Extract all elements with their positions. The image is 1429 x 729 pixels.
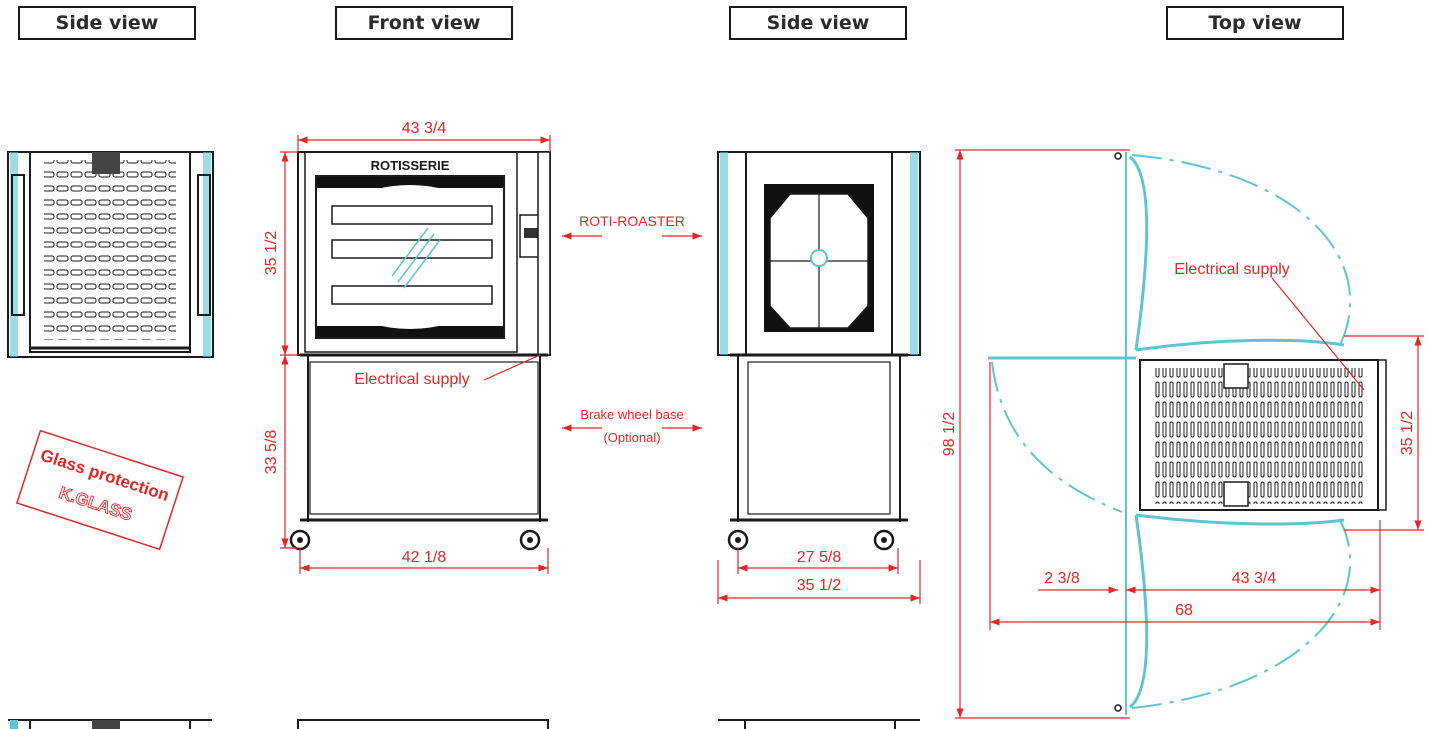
front-view: ROTISSERIE <box>289 151 551 551</box>
dim-top-offset: 2 3/8 <box>1044 570 1080 587</box>
dim-top-height: 35 1/2 <box>1399 411 1416 456</box>
glass-protection-stamp: Glass protection K.GLASS <box>15 429 185 551</box>
view-label-front: Front view <box>335 6 513 40</box>
dimensions <box>280 135 1424 719</box>
right-side-view <box>717 151 921 551</box>
bottom-partial-drawings <box>8 719 920 729</box>
top-view <box>988 152 1387 715</box>
annotation-brake-line1: Brake wheel base <box>580 407 683 422</box>
brand-label: ROTISSERIE <box>371 158 450 173</box>
dim-top-width: 43 3/4 <box>1232 570 1277 587</box>
dim-front-height-stand: 33 5/8 <box>263 430 280 475</box>
dim-top-total-depth: 98 1/2 <box>941 412 958 457</box>
left-side-view <box>7 151 214 358</box>
annotation-roti-roaster: ROTI-ROASTER <box>579 213 685 229</box>
dim-front-width-top: 43 3/4 <box>402 120 447 137</box>
dim-front-height-oven: 35 1/2 <box>263 231 280 276</box>
dim-front-width-base: 42 1/8 <box>402 549 447 566</box>
dim-side-outer-width: 35 1/2 <box>797 577 842 594</box>
dim-side-inner-width: 27 5/8 <box>797 549 842 566</box>
dimension-labels: 43 3/4 35 1/2 33 5/8 42 1/8 ROTI-ROASTER… <box>263 120 1416 619</box>
annotation-electrical-top: Electrical supply <box>1174 261 1290 278</box>
annotation-electrical-front: Electrical supply <box>354 371 470 388</box>
view-label-top: Top view <box>1166 6 1344 40</box>
view-label-side-left: Side view <box>18 6 196 40</box>
annotation-brake-line2: (Optional) <box>603 430 660 445</box>
dim-top-total-width: 68 <box>1175 602 1193 619</box>
view-label-side-right: Side view <box>729 6 907 40</box>
